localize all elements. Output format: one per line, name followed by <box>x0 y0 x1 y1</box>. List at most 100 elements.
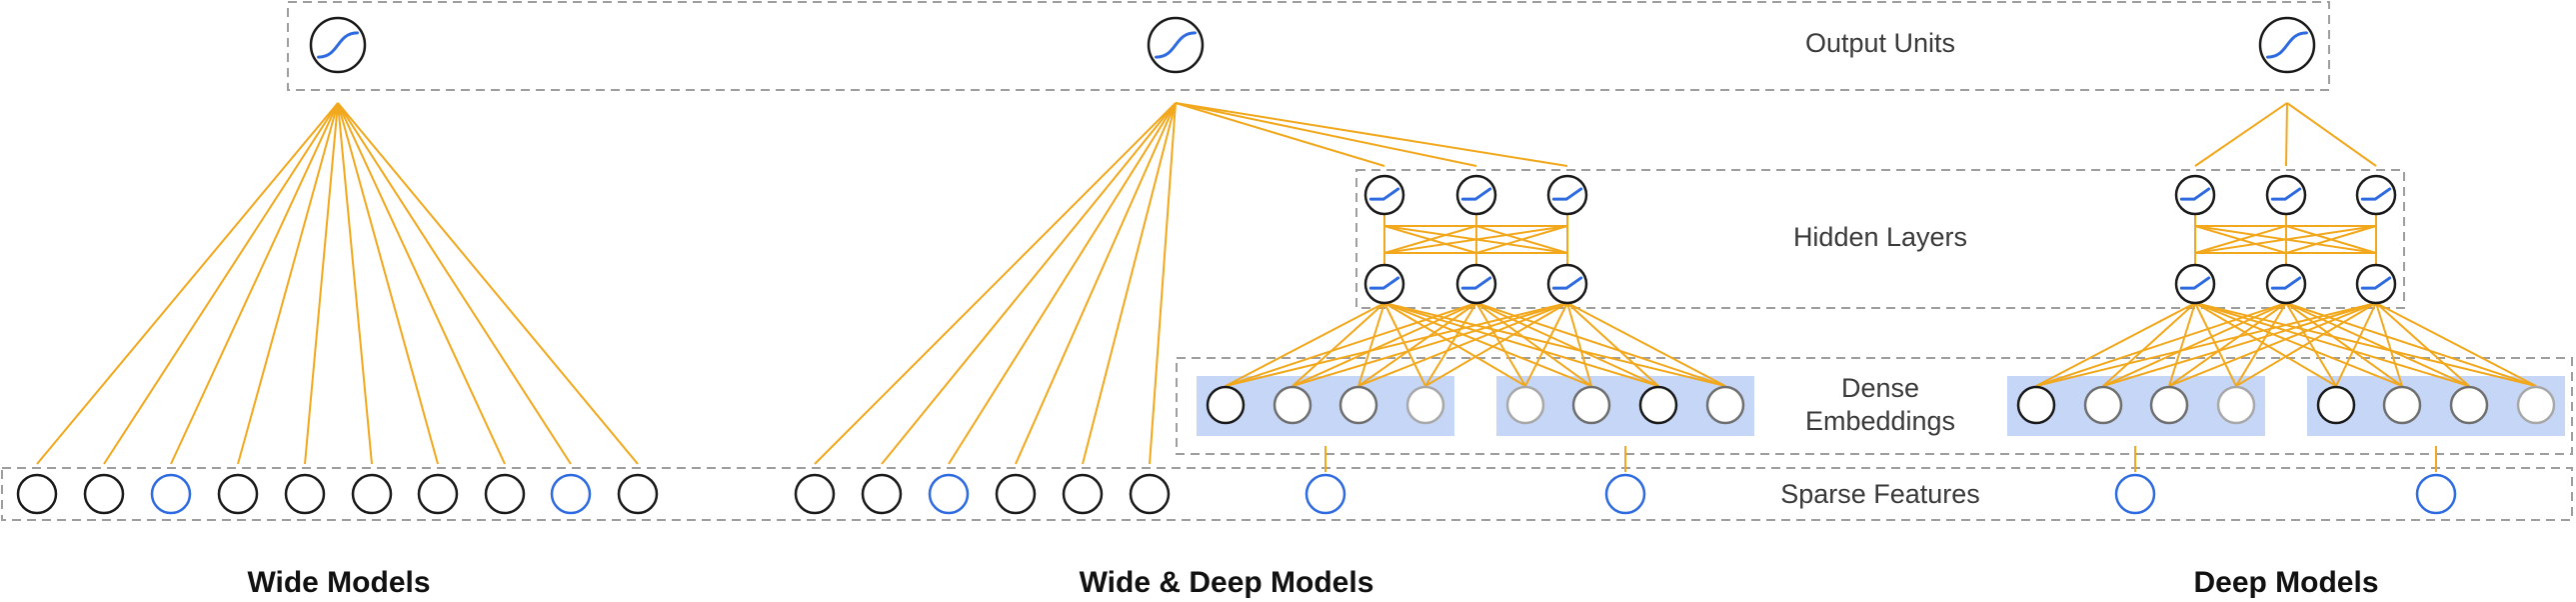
deep-embedding-node-circle <box>2216 385 2256 425</box>
deep-embedding-node <box>2149 385 2189 425</box>
output-units-label: Output Units <box>1805 28 1955 58</box>
wide-sparse-node <box>550 473 592 515</box>
relu-curve-icon <box>2360 187 2392 201</box>
wide-deep-embedding-edge <box>1475 302 1592 387</box>
deep-embedding-edge <box>2102 302 2377 387</box>
deep-hidden-node-circle <box>2355 174 2397 216</box>
relu-curve-icon <box>1368 276 1400 290</box>
deep-embedding-edge <box>2168 302 2196 387</box>
wide-deep-hidden-node <box>1546 263 1588 305</box>
wide-deep-hidden-node-circle <box>1455 263 1497 305</box>
wide-deep-embedding-edge <box>1475 302 1726 387</box>
deep-output-edge <box>2286 102 2377 167</box>
wide-sparse-node <box>417 473 459 515</box>
wide-sparse-node <box>617 473 659 515</box>
deep-hidden-node-circle <box>2355 263 2397 305</box>
deep-hidden-edge <box>2285 225 2377 254</box>
deep-embedding-edge <box>2102 302 2287 387</box>
wide-edge <box>237 102 339 465</box>
wide-deep-output-edge <box>1175 102 1477 167</box>
deep-embedding-edge <box>2235 302 2287 387</box>
wide-edge <box>337 102 639 465</box>
relu-curve-icon <box>2270 187 2302 201</box>
wide-deep-hidden-node-circle <box>1546 174 1588 216</box>
deep-embedding-node-circle <box>2316 385 2356 425</box>
deep-embedding-edge <box>2168 302 2287 387</box>
wide-deep-wide-edge <box>1015 102 1177 465</box>
wide-deep-embedding-node-circle <box>1638 385 1678 425</box>
wide-deep-wide-edge <box>948 102 1177 465</box>
wide-deep-embedding-node-circle <box>1705 385 1745 425</box>
wide-sparse-node-circle <box>16 473 58 515</box>
wide-sparse-node-circle <box>617 473 659 515</box>
wide-deep-embedding-node-circle <box>1405 385 1445 425</box>
deep-sparse-node-circle <box>2114 473 2156 515</box>
sigmoid-curve-icon <box>317 31 359 59</box>
deep-sparse-node-circle <box>2415 473 2457 515</box>
relu-curve-icon <box>2179 187 2211 201</box>
wide-deep-hidden-node <box>1455 263 1497 305</box>
wide-deep-embedding-edge <box>1566 302 1726 387</box>
wide-deep-sparse-node <box>794 473 836 515</box>
wide-deep-embedding-edge <box>1566 302 1592 387</box>
neurons <box>16 16 2556 515</box>
deep-embedding-node <box>2316 385 2356 425</box>
wide-deep-hidden-node-circle <box>1363 263 1405 305</box>
deep-embedding-node <box>2016 385 2056 425</box>
wide-edge <box>337 102 572 465</box>
deep-embedding-edge <box>2335 302 2377 387</box>
deep-hidden-node-circle <box>2174 174 2216 216</box>
wide-deep-embedding-node <box>1638 385 1678 425</box>
relu-curve-icon <box>1460 276 1492 290</box>
wide-sparse-node-circle <box>150 473 192 515</box>
deep-embedding-node <box>2216 385 2256 425</box>
wide-sparse-node <box>217 473 259 515</box>
dense-embeddings-box <box>1176 357 2573 455</box>
deep-embedding-edge <box>2375 302 2537 387</box>
deep-embedding-node-circle <box>2149 385 2189 425</box>
deep-embedding-edge <box>2194 302 2403 387</box>
wide-deep-sparse-node <box>1062 473 1104 515</box>
wide-sparse-node-circle <box>284 473 326 515</box>
deep-sparse-node <box>2114 473 2156 515</box>
deep-embedding-node <box>2449 385 2489 425</box>
deep-embedding-edge <box>2035 302 2377 387</box>
wide-deep-embedding-node <box>1206 385 1246 425</box>
wide-deep-deep-sparse-node-circle <box>1304 473 1346 515</box>
wide-deep-embedding-node <box>1505 385 1545 425</box>
wide-deep-hidden-node <box>1455 174 1497 216</box>
deep-hidden-node <box>2355 263 2397 305</box>
deep-embedding-node-circle <box>2449 385 2489 425</box>
wide-deep-hidden-node <box>1363 174 1405 216</box>
wide-deep-sparse-node-circle <box>1062 473 1104 515</box>
wide-deep-models-title: Wide & Deep Models <box>1080 566 1374 599</box>
deep-embedding-node <box>2382 385 2422 425</box>
wide-deep-sparse-node <box>995 473 1037 515</box>
wide-deep-embedding-edge <box>1424 302 1568 387</box>
wide-deep-embedding-edge <box>1383 302 1426 387</box>
wide-deep-embedding-edge <box>1357 302 1477 387</box>
deep-embedding-edge <box>2235 302 2377 387</box>
relu-curve-icon <box>1551 187 1583 201</box>
deep-embedding-edge <box>2375 302 2403 387</box>
wide-deep-hidden-edge <box>1383 225 1477 254</box>
wide-deep-wide-edge <box>1082 102 1177 465</box>
wide-deep-sparse-node-circle <box>995 473 1037 515</box>
wide-deep-embedding-node-circle <box>1571 385 1611 425</box>
deep-embedding-node-circle <box>2083 385 2123 425</box>
wide-deep-deep-sparse-node-circle <box>1604 473 1646 515</box>
deep-hidden-node <box>2265 174 2307 216</box>
wide-edge <box>36 102 339 465</box>
wide-sparse-node-circle <box>83 473 125 515</box>
wide-deep-embedding-node <box>1571 385 1611 425</box>
wide-deep-embedding-edge <box>1291 302 1477 387</box>
deep-embedding-edge <box>2285 302 2337 387</box>
deep-embedding-edge <box>2035 302 2287 387</box>
wide-deep-output-node <box>1147 16 1205 74</box>
wide-sparse-node-circle <box>217 473 259 515</box>
sparse-features-box <box>1 467 2573 521</box>
wide-deep-embedding-edge <box>1225 302 1477 387</box>
wide-sparse-node <box>351 473 393 515</box>
wide-deep-embedding-edge <box>1383 302 1526 387</box>
wide-deep-embedding-edge <box>1357 302 1385 387</box>
